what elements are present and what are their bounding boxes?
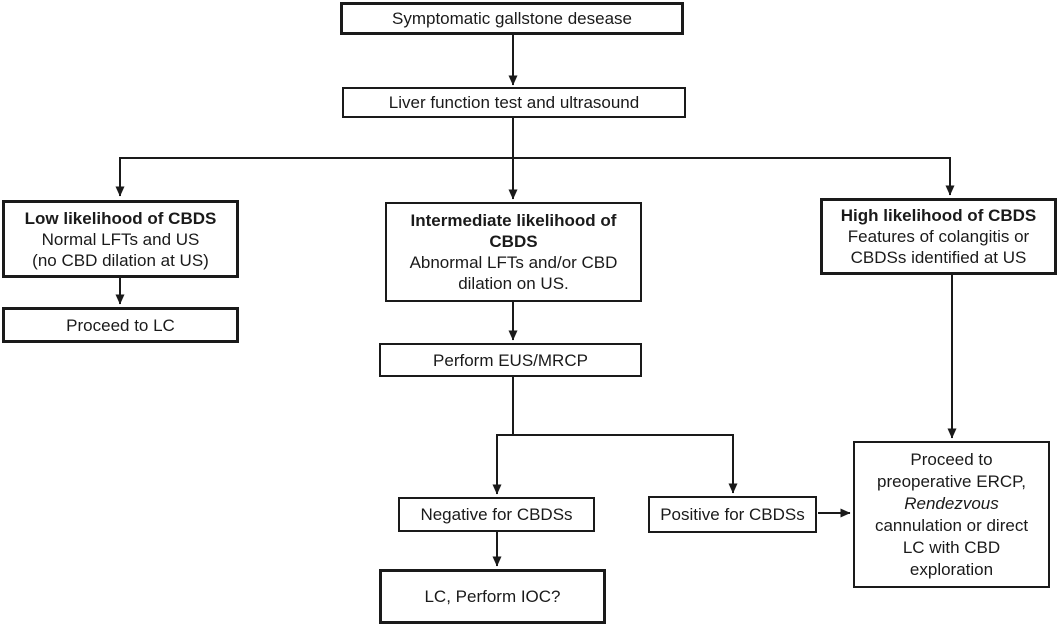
node-line: (no CBD dilation at US) xyxy=(32,250,209,270)
node-line: CBDSs identified at US xyxy=(850,248,1027,267)
node-label: Liver function test and ultrasound xyxy=(388,93,640,112)
node-label: LC, Perform IOC? xyxy=(424,587,561,606)
node-liver-function-test: Liver function test and ultrasound xyxy=(342,87,686,118)
node-title: High likelihood of CBDS xyxy=(840,206,1037,225)
node-proceed-preoperative-ercp: Proceed to preoperative ERCP, Rendezvous… xyxy=(853,441,1050,588)
node-line: Abnormal LFTs and/or CBD xyxy=(409,253,618,272)
node-text-italic: Rendezvous xyxy=(904,493,999,513)
node-line: dilation on US. xyxy=(458,274,569,293)
node-line: Features of colangitis or xyxy=(847,227,1030,246)
node-perform-eus-mrcp: Perform EUS/MRCP xyxy=(379,343,642,377)
node-low-likelihood: Low likelihood of CBDS Normal LFTs and U… xyxy=(2,200,239,278)
node-text-part2: cannulation or direct LC with CBD explor… xyxy=(874,515,1029,579)
node-text-part1: Proceed to preoperative ERCP, xyxy=(877,449,1026,491)
node-label: Negative for CBDSs xyxy=(420,505,573,524)
node-line: Normal LFTs and US xyxy=(41,229,200,249)
node-high-likelihood: High likelihood of CBDS Features of cola… xyxy=(820,198,1057,275)
node-symptomatic-gallstone: Symptomatic gallstone desease xyxy=(340,2,684,35)
node-lc-perform-ioc: LC, Perform IOC? xyxy=(379,569,606,624)
node-label: Positive for CBDSs xyxy=(660,505,805,524)
node-negative-for-cbdss: Negative for CBDSs xyxy=(398,497,595,532)
node-label: Proceed to LC xyxy=(66,315,175,335)
node-title: Low likelihood of CBDS xyxy=(24,208,217,228)
node-label: Symptomatic gallstone desease xyxy=(391,9,633,28)
node-proceed-to-lc: Proceed to LC xyxy=(2,307,239,343)
node-positive-for-cbdss: Positive for CBDSs xyxy=(648,496,817,533)
node-label: Proceed to preoperative ERCP, Rendezvous… xyxy=(867,449,1036,581)
node-intermediate-likelihood: Intermediate likelihood of CBDS Abnormal… xyxy=(385,202,642,302)
node-title: Intermediate likelihood of CBDS xyxy=(410,211,617,251)
node-label: Perform EUS/MRCP xyxy=(433,350,588,370)
